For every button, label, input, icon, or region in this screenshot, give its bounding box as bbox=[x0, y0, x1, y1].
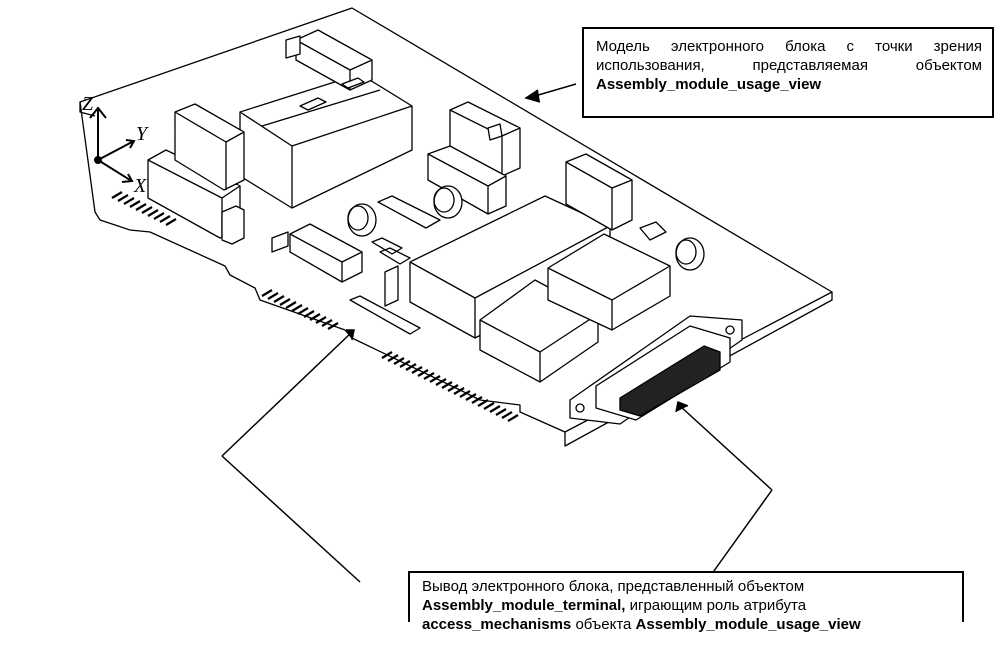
callout-module-terminal: Вывод электронного блока, представленный… bbox=[408, 571, 964, 633]
arrow-to-dsub-2 bbox=[705, 489, 773, 583]
resistor-3 bbox=[487, 123, 503, 141]
callout-terminal-entity: Assembly_module_terminal, bbox=[422, 597, 626, 614]
small-pcb-post-2 bbox=[221, 205, 245, 245]
bottom-pin-header bbox=[349, 295, 421, 335]
callout-terminal-text-1: Вывод электронного блока, представленный… bbox=[422, 578, 805, 595]
leader-arrows bbox=[221, 83, 773, 583]
d-sub-connector bbox=[569, 315, 743, 425]
axis-y-label: Y bbox=[136, 123, 149, 145]
relay-block bbox=[427, 145, 507, 215]
mid-connector-block bbox=[271, 223, 363, 283]
resistor-1 bbox=[299, 97, 327, 111]
large-chip-4 bbox=[547, 233, 671, 331]
capacitor-3 bbox=[675, 237, 705, 271]
callout-terminal-attribute: access_mechanisms bbox=[422, 616, 572, 633]
socket-strip-3 bbox=[565, 153, 633, 231]
dip-pins bbox=[371, 237, 411, 265]
callout-terminal-text-3: объекта bbox=[571, 616, 636, 633]
callout-module-usage-view: Модель электронного блока с точки зрения… bbox=[582, 27, 994, 118]
callout-module-entity: Assembly_module_usage_view bbox=[596, 76, 822, 93]
edge-connector-fingers bbox=[111, 191, 519, 422]
callout-terminal-owner: Assembly_module_usage_view bbox=[635, 616, 861, 633]
callout-module-text: Модель электронного блока с точки зрения… bbox=[596, 38, 982, 74]
small-chip bbox=[377, 195, 441, 229]
arrow-to-edge-connector bbox=[221, 331, 353, 457]
axis-x-label: X bbox=[133, 175, 147, 197]
small-pcb-post bbox=[384, 265, 399, 307]
callout-terminal-text-2: играющим роль атрибута bbox=[625, 597, 807, 614]
capacitor-1 bbox=[347, 203, 377, 237]
resistor-4 bbox=[639, 221, 667, 241]
axis-z-label: Z bbox=[82, 93, 94, 115]
resistor-2 bbox=[341, 77, 365, 89]
arrow-to-dsub bbox=[679, 405, 773, 491]
top-connector-block bbox=[285, 29, 373, 91]
capacitor-2 bbox=[433, 185, 463, 219]
axis-triad bbox=[89, 106, 136, 183]
arrow-to-edge-connector-2 bbox=[221, 455, 361, 583]
socket-strip-1 bbox=[147, 103, 245, 239]
